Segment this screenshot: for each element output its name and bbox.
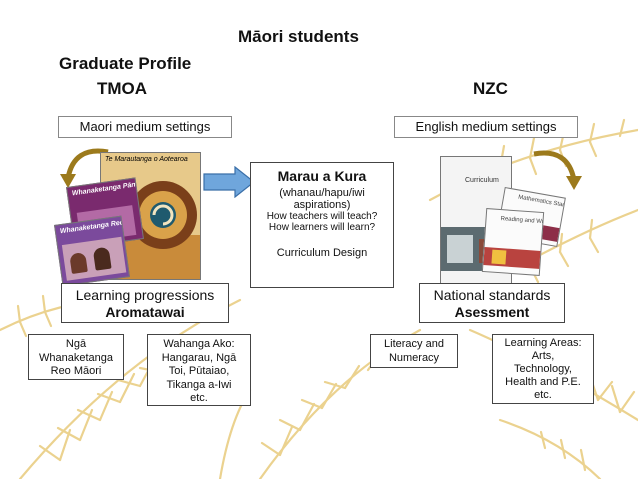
marau-a-kura-box: Marau a Kura (whanau/hapu/iwi aspiration… — [250, 162, 394, 288]
curriculum-design-label: Curriculum Design — [276, 247, 368, 259]
learning-areas-line-5: etc. — [534, 389, 552, 401]
learning-areas-line-1: Learning Areas: — [504, 337, 582, 349]
national-standards-box: National standards Asessment — [419, 283, 565, 323]
wahanga-ako-line-1: Wahanga Ako: — [163, 338, 235, 350]
national-standards-label: National standards — [433, 287, 551, 303]
learning-progressions-box: Learning progressions Aromatawai — [61, 283, 229, 323]
learning-areas-line-2: Arts, — [531, 350, 555, 362]
nga-whanaketanga-line-3: Reo Māori — [50, 365, 102, 377]
left-cycle-arrow-icon — [60, 148, 109, 188]
nga-whanaketanga-line-1: Ngā — [65, 338, 87, 350]
aromatawai-label: Aromatawai — [105, 304, 185, 320]
book-title-maths: Mathematics Standards — [517, 194, 566, 212]
asessment-label: Asessment — [454, 304, 530, 320]
tmoa-heading: TMOA — [97, 79, 148, 98]
nga-whanaketanga-box: Ngā Whanaketanga Reo Māori — [28, 334, 124, 380]
wahanga-ako-line-4: Tikanga a-Iwi — [166, 378, 232, 391]
marau-a-kura-title: Marau a Kura — [277, 168, 367, 184]
nzc-heading: NZC — [473, 79, 508, 98]
graduate-profile-heading: Graduate Profile — [59, 54, 192, 73]
wahanga-ako-line-3: Toi, Pūtaiao, — [168, 365, 230, 377]
book-title-te-marautanga: Te Marautanga o Aotearoa — [105, 156, 188, 163]
book-title-reading: Reading and Writing Standards — [500, 216, 545, 228]
wahanga-ako-line-2: Hangarau, Ngā — [161, 351, 237, 364]
english-medium-settings-box: English medium settings — [394, 116, 578, 138]
learning-areas-box: Learning Areas: Arts, Technology, Health… — [492, 334, 594, 404]
right-cycle-arrow-icon — [533, 150, 582, 190]
maori-medium-settings-box: Maori medium settings — [58, 116, 232, 138]
marau-line-3: How teachers will teach? — [266, 211, 378, 222]
book-title-curriculum: Curriculum — [465, 177, 499, 184]
learning-areas-line-4: Health and P.E. — [505, 376, 581, 388]
literacy-line-2: Numeracy — [388, 351, 440, 364]
right-arrow-icon — [203, 166, 255, 198]
slide-title: Māori students — [238, 27, 359, 46]
marau-line-2: aspirations) — [293, 199, 351, 211]
book-cover-reading-writing-standards: Reading and Writing Standards — [481, 208, 545, 276]
literacy-line-1: Literacy and — [384, 338, 444, 350]
marau-line-1: (whanau/hapu/iwi — [279, 187, 365, 199]
wahanga-ako-box: Wahanga Ako: Hangarau, Ngā Toi, Pūtaiao,… — [147, 334, 251, 406]
book-cover-whanaketanga-reo: Whanaketanga Reo — [54, 215, 130, 287]
learning-progressions-label: Learning progressions — [75, 287, 215, 303]
wahanga-ako-line-5: etc. — [190, 392, 208, 404]
english-medium-settings-label: English medium settings — [415, 119, 557, 134]
marau-line-4: How learners will learn? — [268, 222, 376, 233]
maori-medium-settings-label: Maori medium settings — [79, 119, 211, 134]
nga-whanaketanga-line-2: Whanaketanga — [39, 351, 113, 364]
literacy-numeracy-box: Literacy and Numeracy — [370, 334, 458, 368]
learning-areas-line-3: Technology, — [514, 363, 572, 375]
